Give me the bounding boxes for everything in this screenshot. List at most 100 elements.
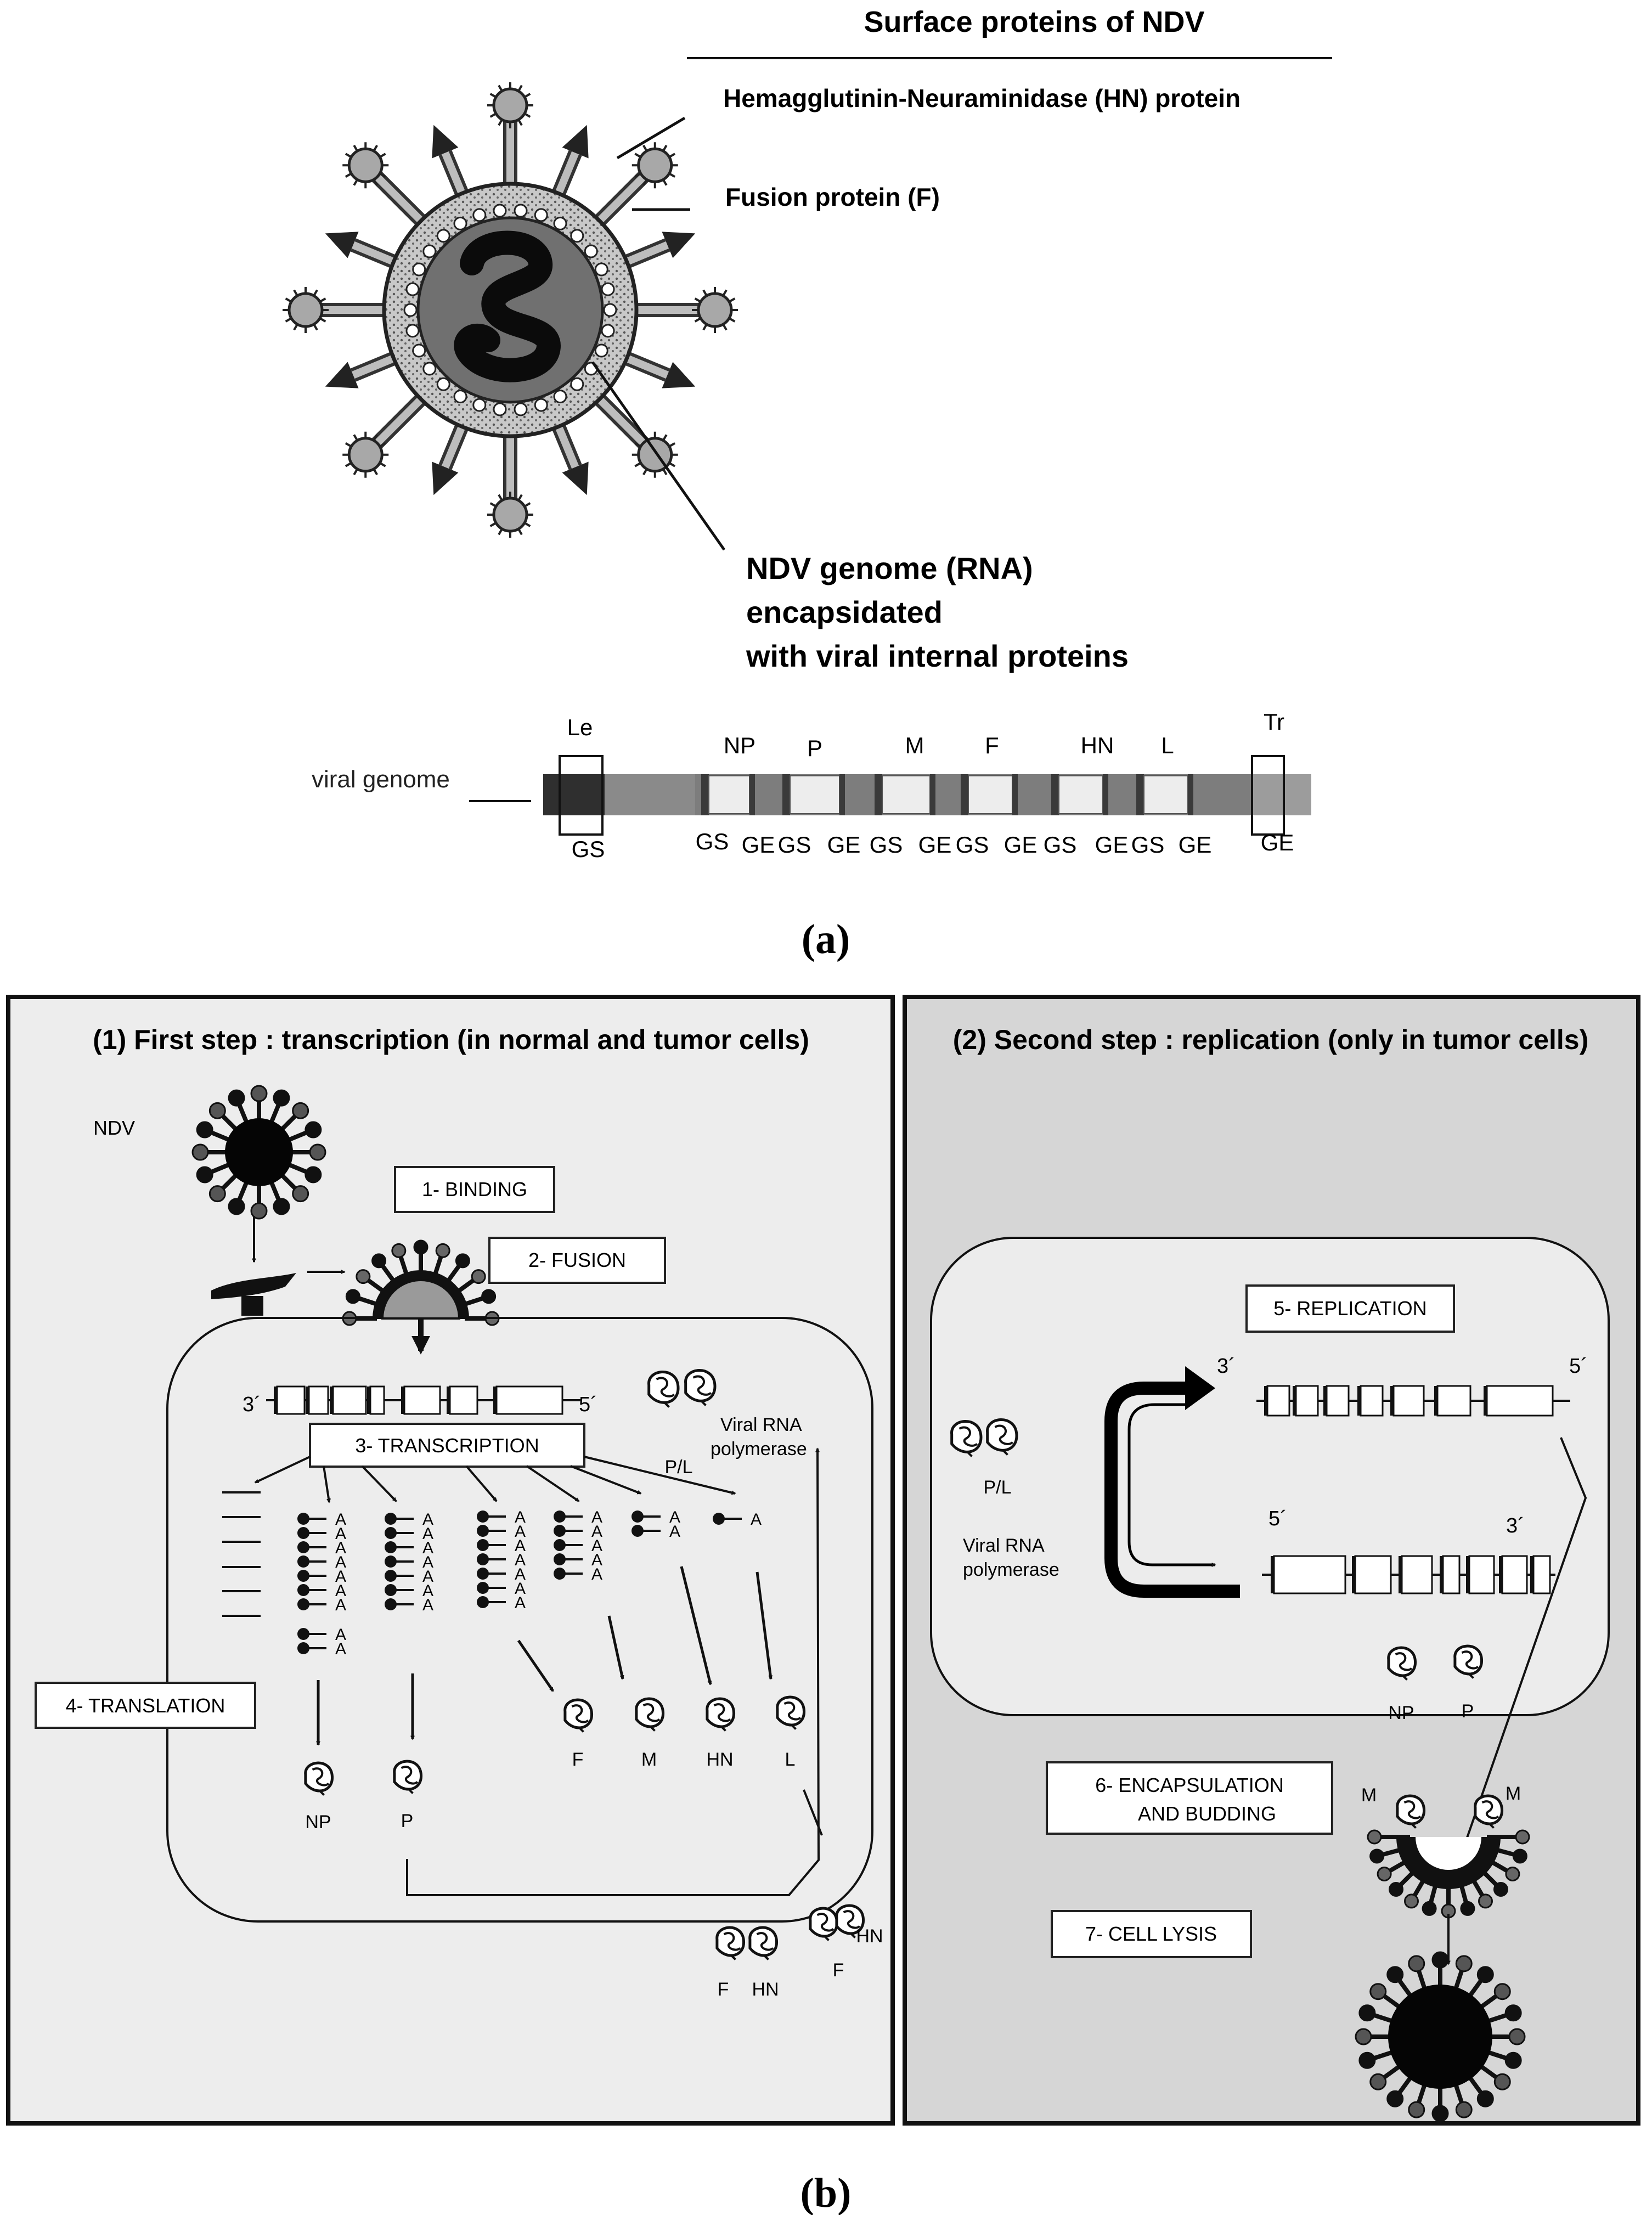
replication-box xyxy=(1245,1284,1455,1333)
surface-proteins-header: Surface proteins of NDV xyxy=(864,5,1204,38)
gene-start-signal xyxy=(1136,774,1144,815)
right-three-prime-bottom: 3´ xyxy=(1506,1514,1525,1537)
poly-a-tail: A xyxy=(335,1511,346,1529)
matrix-bead xyxy=(436,229,450,243)
protein-glyph-tail xyxy=(318,1789,325,1796)
rna-gene xyxy=(308,1385,329,1415)
protein-glyph-tail xyxy=(823,1935,830,1941)
protein-glyph xyxy=(1387,1646,1417,1677)
poly-a-tail: A xyxy=(515,1508,526,1526)
right-pl-polymerase xyxy=(950,1418,1018,1457)
viral-genome-map: viral genome Le NP P M F HN L Tr GS GS G… xyxy=(312,709,1311,862)
virion-spike-head xyxy=(250,1202,268,1220)
mrna-cap xyxy=(297,1541,309,1553)
matrix-bead xyxy=(594,343,608,358)
virion-spike-head xyxy=(1476,1966,1494,1983)
mrna-cap xyxy=(477,1582,489,1594)
rna-gene xyxy=(1486,1385,1554,1417)
left-panel-title: (1) First step : transcription (in norma… xyxy=(93,1024,809,1055)
poly-a-tail: A xyxy=(422,1553,433,1571)
protein-glyph xyxy=(950,1420,983,1453)
genome-label-1: NDV genome (RNA) xyxy=(746,551,1033,585)
genome-bottom-label: GE xyxy=(1261,830,1294,855)
rna-junction xyxy=(1323,1386,1327,1416)
matrix-bead xyxy=(472,398,487,412)
protein-label-m: M xyxy=(641,1749,657,1770)
protein-glyph-fold xyxy=(756,1932,774,1951)
leader-mid-region xyxy=(605,774,695,815)
matrix-bead xyxy=(570,229,584,243)
receptor-stem xyxy=(241,1296,263,1316)
genome-bottom-label: GS xyxy=(870,832,903,858)
hn-head xyxy=(347,437,384,473)
budding-spike-head xyxy=(1460,1901,1475,1916)
matrix-bead xyxy=(405,282,420,296)
poly-a-tail: A xyxy=(335,1626,346,1644)
virion-spike-head xyxy=(1358,2004,1376,2022)
mrna-cap xyxy=(385,1570,397,1582)
right-label-m1: M xyxy=(1361,1785,1377,1806)
fusion-box xyxy=(488,1237,666,1284)
protein-glyph-tail xyxy=(700,1399,707,1406)
protein-glyph-fold xyxy=(723,1932,741,1951)
hn-head xyxy=(492,497,528,533)
mrna-cap xyxy=(554,1525,566,1537)
translation-label: 4- TRANSLATION xyxy=(66,1694,225,1717)
fusing-spike-head xyxy=(435,1243,450,1258)
protein-glyph-tail xyxy=(720,1725,726,1732)
left-five-prime: 5´ xyxy=(579,1393,597,1416)
gene-box xyxy=(882,775,931,814)
cell-receptor xyxy=(211,1273,296,1299)
genome-pointer-line xyxy=(591,361,726,551)
genome-bottom-label: GE xyxy=(918,832,952,858)
left-three-prime: 3´ xyxy=(243,1393,261,1416)
virion-spike-head xyxy=(1431,1951,1449,1969)
genome-bottom-label: GS xyxy=(1131,832,1165,858)
virion-spike-head xyxy=(309,1143,326,1161)
matrix-bead xyxy=(422,244,437,258)
genome-bottom-label: GS xyxy=(696,828,729,854)
right-polymerase-label-1: Viral RNA xyxy=(963,1535,1045,1556)
replication-label: 5- REPLICATION xyxy=(1273,1297,1427,1320)
virion-spike-head xyxy=(1386,2090,1404,2107)
protein-glyph xyxy=(635,1697,664,1728)
exit-label-f2: F xyxy=(833,1960,844,1981)
mrna-cap xyxy=(385,1513,397,1525)
rna-gene xyxy=(1295,1385,1319,1417)
genome-bottom-label: GE xyxy=(1095,832,1129,858)
protein-glyph xyxy=(715,1926,745,1957)
poly-a-tail: A xyxy=(335,1596,346,1614)
rna-junction xyxy=(1271,1556,1274,1593)
encapsulation-label-1: 6- ENCAPSULATION xyxy=(1095,1774,1283,1796)
protein-glyph-tail xyxy=(663,1401,670,1408)
rna-junction xyxy=(1399,1556,1402,1593)
mrna-cap xyxy=(477,1568,489,1580)
fusing-spike-head xyxy=(413,1239,428,1255)
genome-label-2: encapsidated xyxy=(746,595,943,629)
protein-glyph xyxy=(809,1907,838,1938)
hn-head xyxy=(347,147,384,183)
protein-glyph-tail xyxy=(730,1954,736,1960)
gene-box xyxy=(790,775,840,814)
exit-label-hn1: HN xyxy=(752,1979,779,2000)
poly-a-tail: A xyxy=(515,1580,526,1598)
protein-glyph xyxy=(706,1697,735,1728)
protein-glyph-fold xyxy=(656,1377,675,1397)
poly-a-tail: A xyxy=(335,1539,346,1557)
gene-start-signal xyxy=(1051,774,1059,815)
rna-gene xyxy=(332,1385,367,1415)
protein-glyph-fold xyxy=(713,1703,731,1722)
protein-glyph-tail xyxy=(790,1723,797,1730)
matrix-bead xyxy=(584,244,598,258)
gene-start-signal xyxy=(961,774,968,815)
protein-glyph-tail xyxy=(849,1932,856,1938)
left-polymerase-label-1: Viral RNA xyxy=(720,1414,802,1435)
f-protein-label: Fusion protein (F) xyxy=(725,183,940,211)
gene-end-signal xyxy=(1103,774,1108,815)
budding-spike-head xyxy=(1422,1901,1437,1916)
virion-spike-head xyxy=(1504,2051,1522,2069)
genome-label-l: L xyxy=(1161,732,1174,758)
poly-a-tail: A xyxy=(591,1551,602,1569)
protein-glyph-fold xyxy=(994,1424,1014,1445)
